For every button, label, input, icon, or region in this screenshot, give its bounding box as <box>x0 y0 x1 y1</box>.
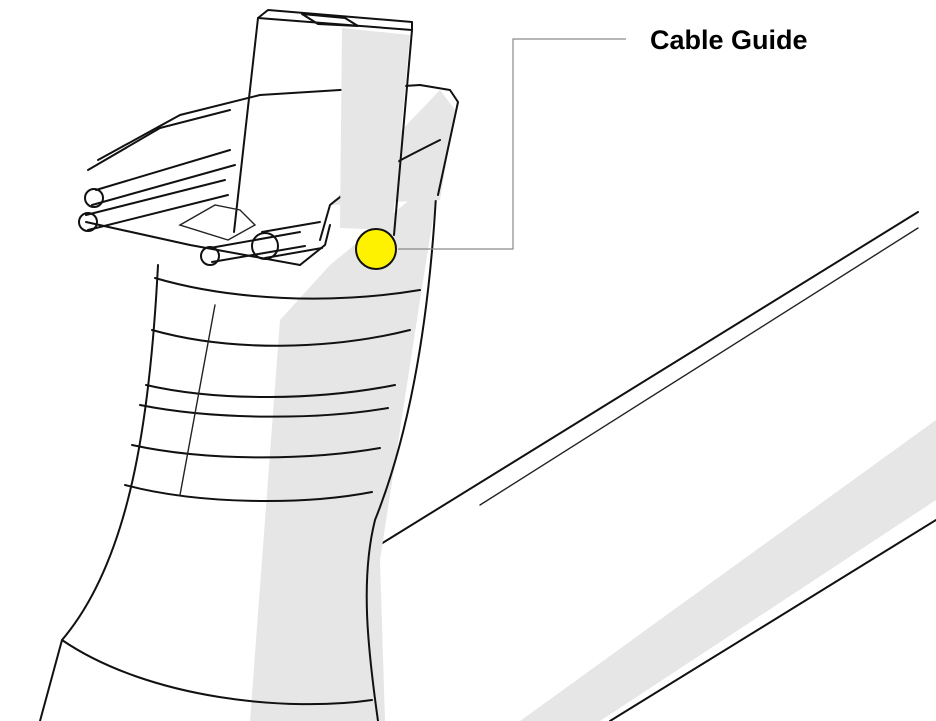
callout-label: Cable Guide <box>650 25 808 55</box>
cable-rods <box>78 149 323 266</box>
cable-guide-marker[interactable] <box>355 228 397 270</box>
leader-line <box>398 38 626 250</box>
down-tube <box>354 211 936 721</box>
steerer-tube <box>233 9 413 236</box>
head-tube <box>39 175 440 721</box>
callout-cable-guide: Cable Guide <box>355 25 808 270</box>
